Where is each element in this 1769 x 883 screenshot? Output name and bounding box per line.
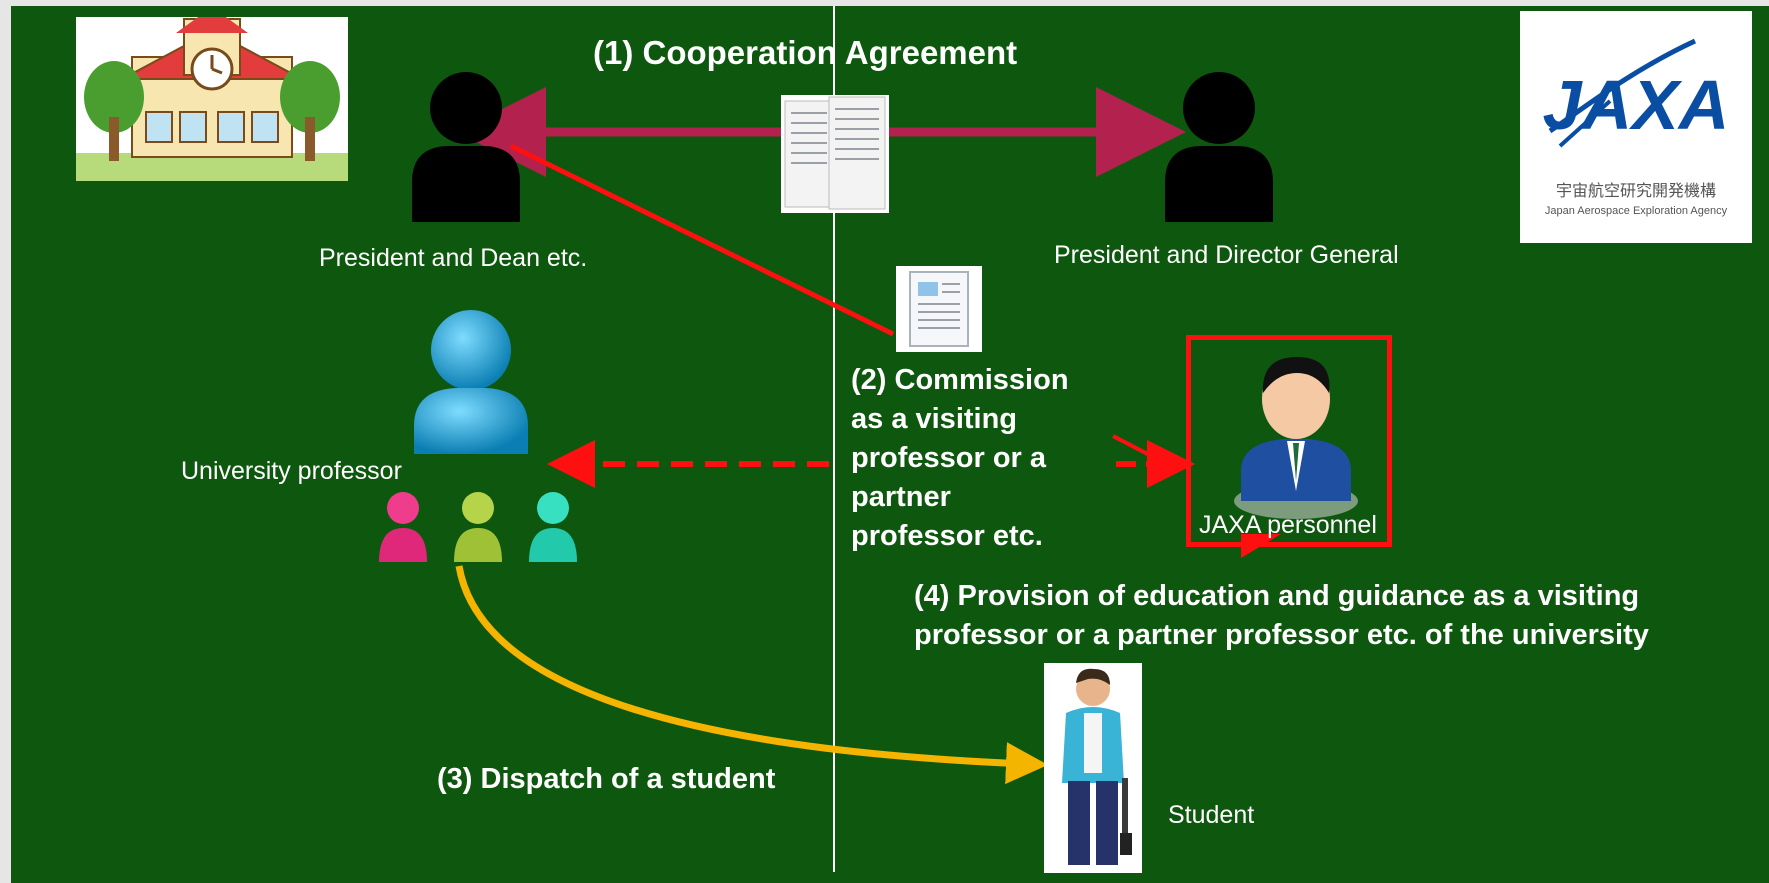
commission-line: as a visiting bbox=[851, 403, 1018, 435]
jaxa-english-name: Japan Aerospace Exploration Agency bbox=[1544, 205, 1728, 217]
commission-label: (2) Commission as a visiting professor o… bbox=[851, 361, 1069, 556]
person-silhouette-icon bbox=[412, 72, 520, 222]
student-label: Student bbox=[1168, 801, 1255, 829]
cooperation-agreement-label: (1) Cooperation Agreement bbox=[593, 34, 1018, 71]
provision-label: (4) Provision of education and guidance … bbox=[914, 577, 1649, 655]
dispatch-arrow bbox=[455, 565, 1048, 785]
dispatch-label: (3) Dispatch of a student bbox=[437, 763, 776, 795]
commission-line: (2) Commission bbox=[851, 364, 1069, 396]
president-director-general-label: President and Director General bbox=[1054, 241, 1399, 269]
person-silhouette-icon bbox=[1165, 72, 1273, 222]
commission-line: professor etc. bbox=[851, 520, 1043, 552]
student-figure-icon bbox=[1062, 668, 1132, 865]
commission-line: partner bbox=[851, 481, 951, 513]
university-professor-label: University professor bbox=[181, 457, 402, 485]
svg-text:JAXA: JAXA bbox=[1543, 66, 1730, 144]
center-divider bbox=[833, 6, 835, 872]
connector-layer bbox=[455, 87, 1281, 785]
document-icon bbox=[896, 266, 982, 352]
commission-pointer bbox=[1112, 434, 1162, 463]
provision-line: professor or a partner professor etc. of… bbox=[914, 619, 1649, 651]
jaxa-logo: JAXA 宇宙航空研究開発機構 Japan Aerospace Explorat… bbox=[1520, 11, 1752, 243]
diagram-canvas: JAXA 宇宙航空研究開発機構 Japan Aerospace Explorat… bbox=[11, 6, 1769, 883]
jaxa-personnel-label: JAXA personnel bbox=[1199, 511, 1377, 539]
student-group-icon bbox=[379, 492, 577, 562]
school-icon bbox=[76, 7, 348, 181]
student-picture bbox=[1044, 663, 1142, 873]
professor-avatar-icon bbox=[414, 310, 528, 454]
commission-link-line bbox=[509, 143, 895, 337]
businessman-icon bbox=[1234, 357, 1358, 519]
commission-line: professor or a bbox=[851, 442, 1046, 474]
provision-line: (4) Provision of education and guidance … bbox=[914, 580, 1640, 612]
president-dean-label: President and Dean etc. bbox=[319, 244, 588, 272]
jaxa-logo-mark: JAXA bbox=[1543, 38, 1730, 148]
jaxa-japanese-name: 宇宙航空研究開発機構 bbox=[1555, 181, 1716, 200]
document-stack-icon bbox=[781, 95, 889, 213]
school-picture bbox=[76, 7, 348, 181]
jaxa-personnel-highlight bbox=[1186, 335, 1392, 547]
